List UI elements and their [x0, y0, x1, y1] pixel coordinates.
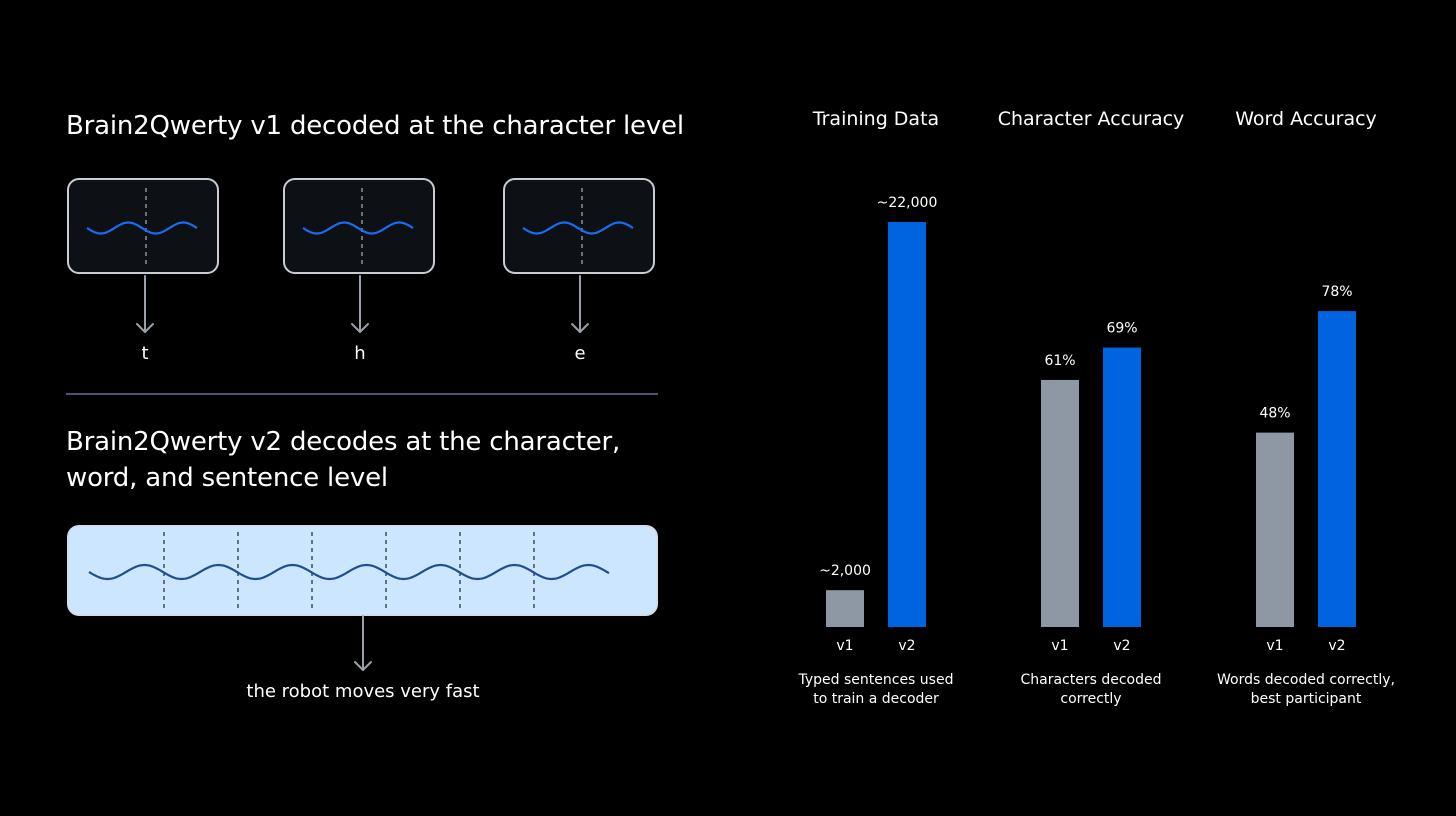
arrow-down-icon	[354, 615, 372, 671]
wave-icon	[302, 188, 414, 268]
chart-title-word-accuracy: Word Accuracy	[1235, 108, 1377, 130]
v2-heading-line2: word, and sentence level	[66, 463, 388, 493]
bar-char-accuracy-v1	[1041, 379, 1079, 627]
wave-icon	[522, 188, 634, 268]
v1-arrows	[136, 275, 589, 333]
bar-charts: ~2,000 v1 ~22,000 v2 61% v1 69% v2 48% v1 78% v2	[819, 195, 1356, 654]
tick-label-char-accuracy-v1: v1	[1051, 638, 1068, 654]
output-char: t	[141, 343, 149, 364]
arrow-down-icon	[136, 275, 154, 333]
v2-heading-line1: Brain2Qwerty v2 decodes at the character…	[66, 427, 621, 457]
wave-icon	[86, 188, 198, 268]
section-divider	[66, 393, 658, 395]
value-label-training-v2: ~22,000	[877, 195, 938, 211]
output-char: h	[354, 343, 366, 364]
value-label-char-accuracy-v2: 69%	[1106, 321, 1137, 337]
sentence-wave-icon	[88, 532, 610, 612]
output-char: e	[574, 343, 586, 364]
tick-label-char-accuracy-v2: v2	[1113, 638, 1130, 654]
value-label-word-accuracy-v2: 78%	[1321, 284, 1352, 300]
signal-box-2	[283, 178, 435, 274]
bar-word-accuracy-v1	[1256, 432, 1294, 627]
decoded-sentence: the robot moves very fast	[246, 681, 480, 702]
chart-caption-word-accuracy: Words decoded correctly,best participant	[1217, 672, 1395, 707]
value-label-char-accuracy-v1: 61%	[1044, 353, 1075, 369]
bar-char-accuracy-v2	[1103, 347, 1141, 627]
tick-label-training-v1: v1	[836, 638, 853, 654]
bar-training-v1	[826, 590, 864, 627]
tick-label-word-accuracy-v2: v2	[1328, 638, 1345, 654]
tick-label-training-v2: v2	[898, 638, 915, 654]
sentence-signal-box	[67, 525, 658, 616]
value-label-training-v1: ~2,000	[819, 563, 871, 579]
value-label-word-accuracy-v1: 48%	[1259, 406, 1290, 422]
bar-training-v2	[888, 222, 926, 627]
chart-title-training: Training Data	[812, 108, 940, 130]
signal-box-3	[503, 178, 655, 274]
bar-word-accuracy-v2	[1318, 311, 1356, 627]
tick-label-word-accuracy-v1: v1	[1266, 638, 1283, 654]
chart-title-char-accuracy: Character Accuracy	[997, 108, 1185, 130]
signal-box-1	[67, 178, 219, 274]
arrow-down-icon	[571, 275, 589, 333]
v1-heading: Brain2Qwerty v1 decoded at the character…	[66, 111, 684, 141]
arrow-down-icon	[351, 275, 369, 333]
